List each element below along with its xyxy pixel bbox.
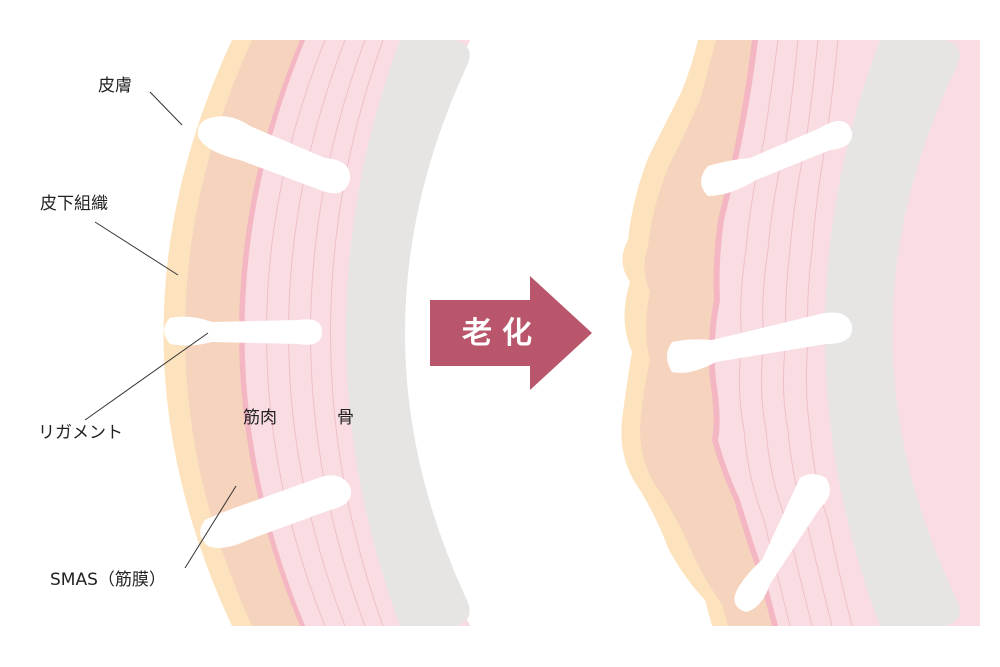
leader-subcutaneous [94, 221, 179, 276]
aging-arrow [430, 276, 592, 390]
ligament-lower [200, 475, 352, 548]
aged-ligament-lower [734, 474, 830, 612]
aged-ligament-middle [667, 312, 853, 373]
label-skin: 皮膚 [98, 76, 132, 96]
leader-ligament [84, 332, 209, 421]
label-subcutaneous: 皮下組織 [40, 194, 108, 214]
ligament-upper [197, 116, 351, 194]
leader-lines [84, 91, 237, 569]
aged-face-cross-section [621, 40, 980, 626]
label-bone: 骨 [337, 408, 354, 428]
young-face-cross-section [163, 40, 470, 626]
label-muscle: 筋肉 [243, 408, 277, 428]
label-ligament: リガメント [38, 423, 123, 443]
ligament-middle [164, 316, 322, 346]
aged-bone-layer [825, 40, 960, 626]
leader-smas [184, 485, 237, 569]
aged-ligament-upper [701, 120, 853, 196]
label-smas: SMAS（筋膜） [50, 570, 166, 590]
leader-skin [149, 91, 183, 126]
aged-ligaments [667, 120, 853, 612]
ligaments [164, 116, 352, 548]
arrow-label: 老化 [462, 316, 542, 351]
bone-layer [346, 40, 470, 626]
